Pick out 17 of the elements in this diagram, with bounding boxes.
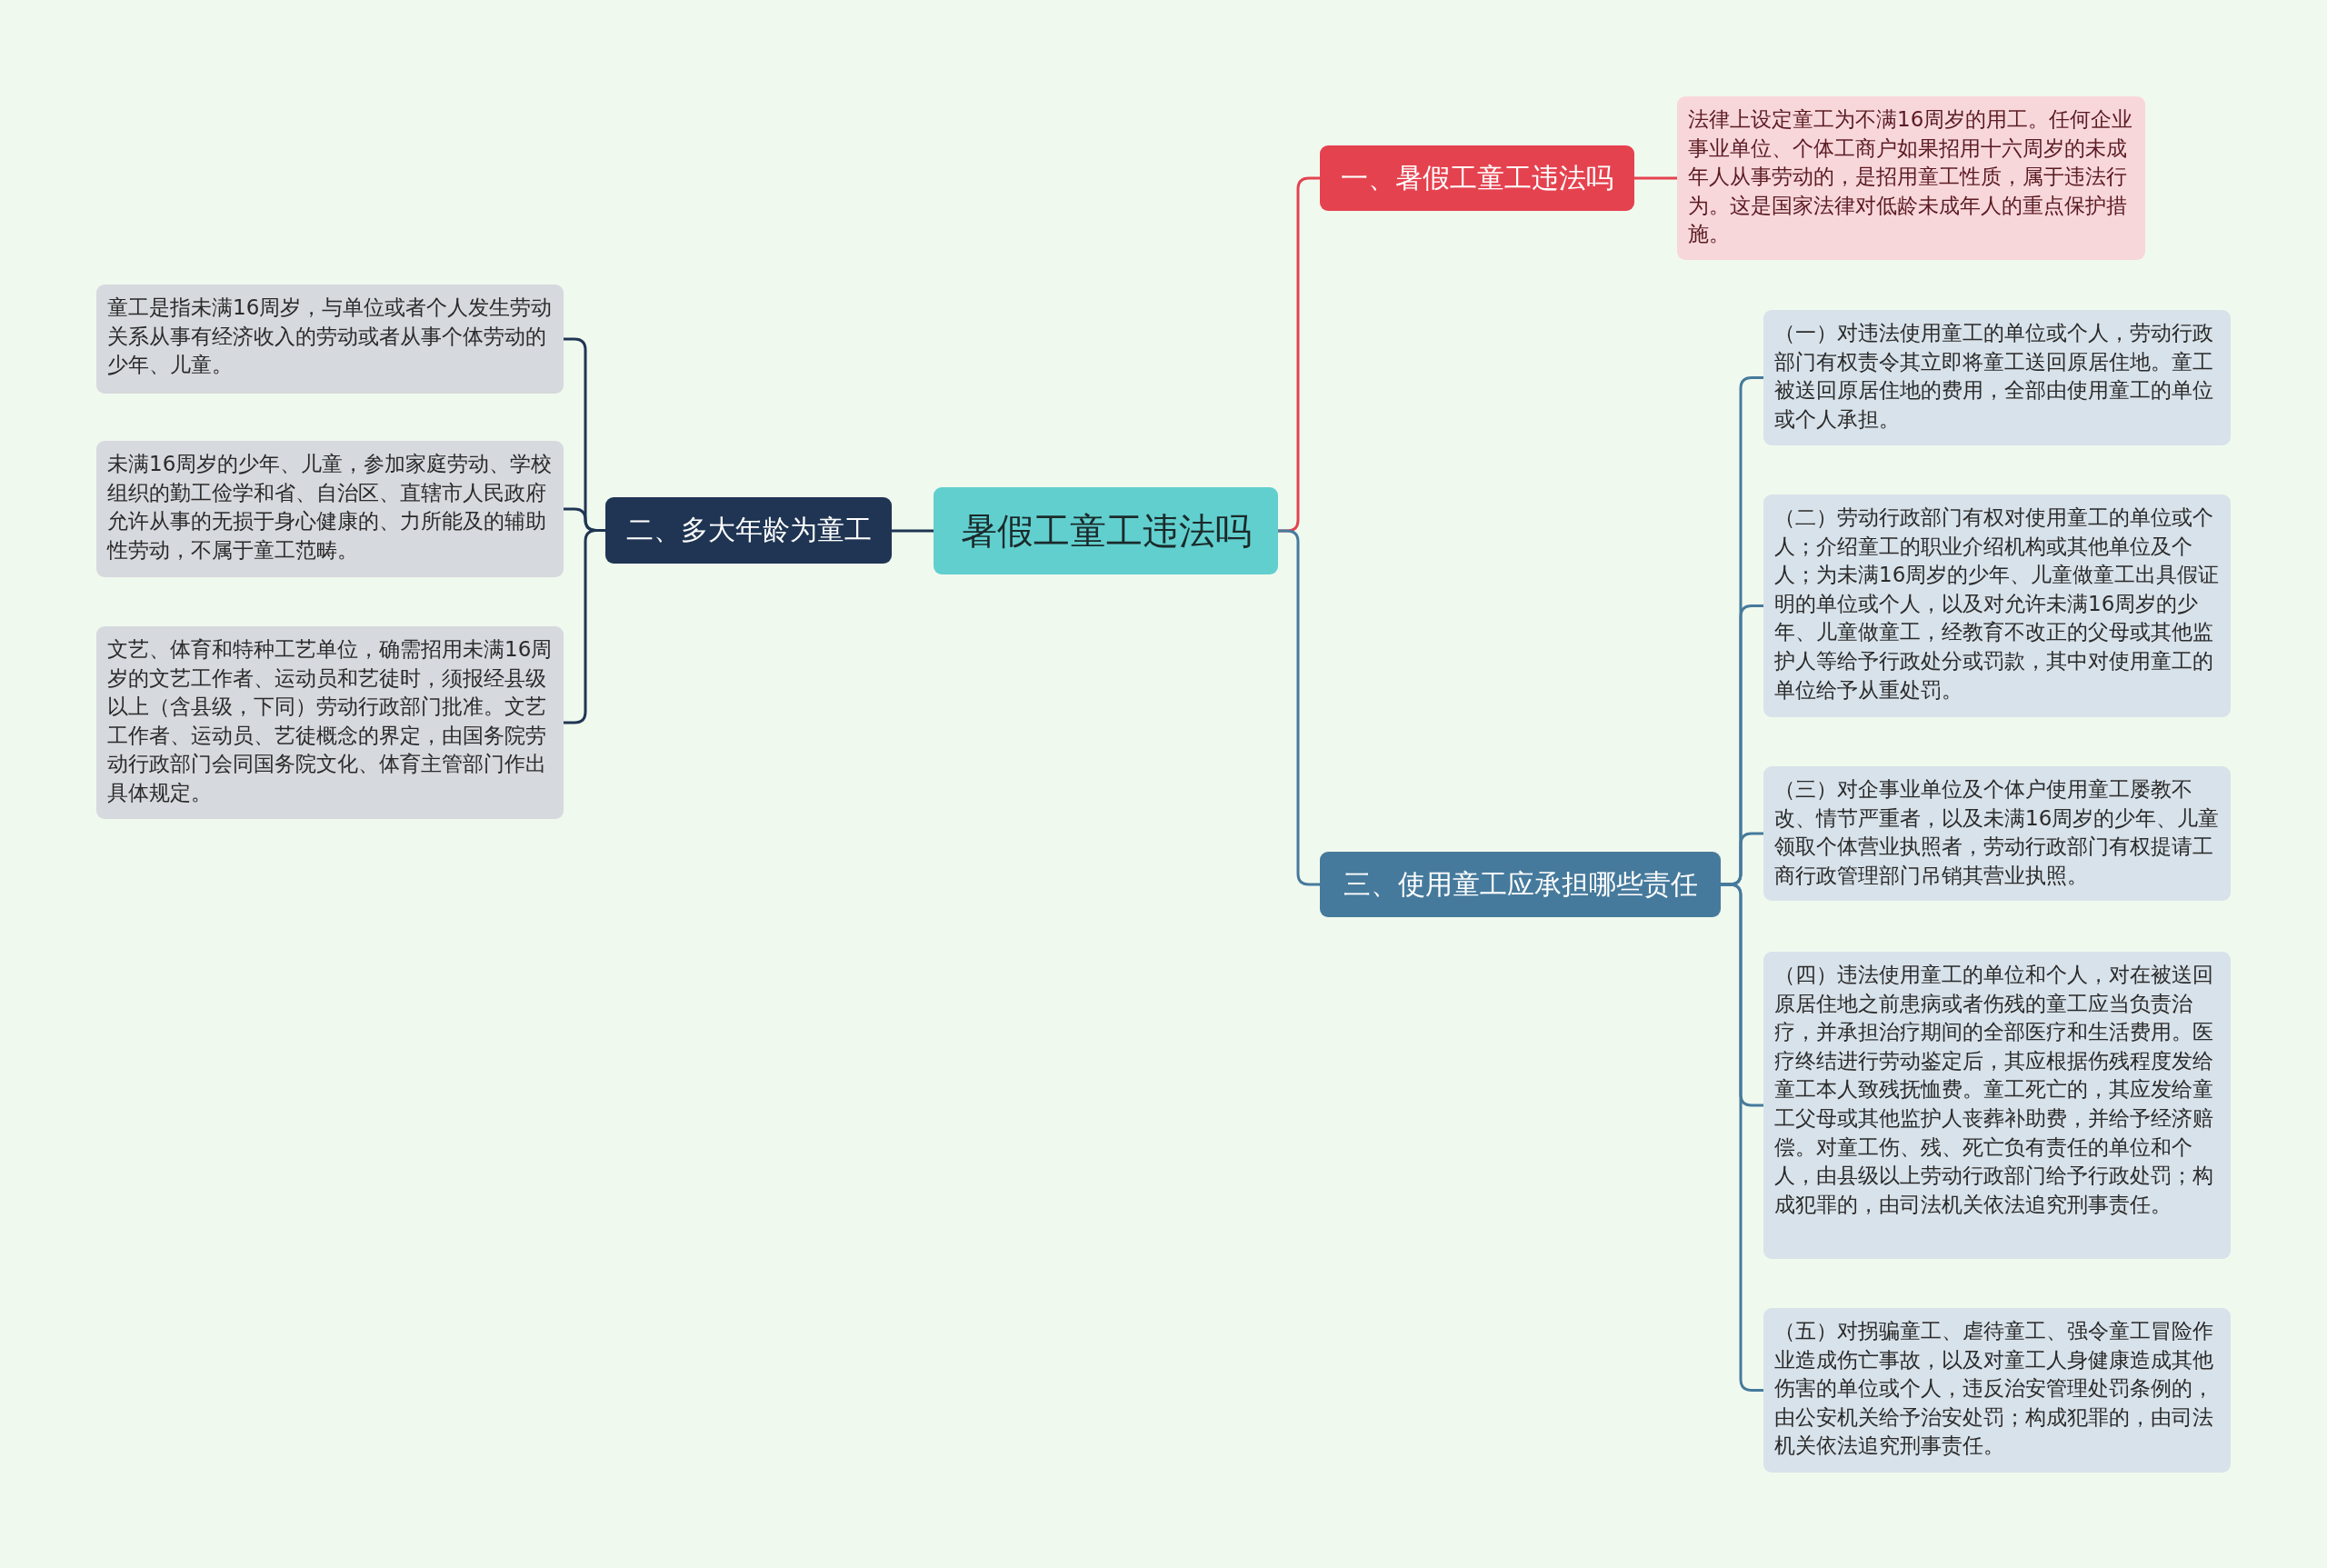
- note-box: 未满16周岁的少年、儿童，参加家庭劳动、学校组织的勤工俭学和省、自治区、直辖市人民政府允许从事的无损于身心健康的、力所能及的辅助性劳动，不属于童工范畴。: [96, 441, 564, 577]
- note-box: 法律上设定童工为不满16周岁的用工。任何企业事业单位、个体工商户如果招用十六周岁的未成年人从事劳动的，是招用童工性质，属于违法行为。这是国家法律对低龄未成年人的重点保护措施。: [1677, 96, 2145, 260]
- note-box: 文艺、体育和特种工艺单位，确需招用未满16周岁的文艺工作者、运动员和艺徒时，须报经县级以上（含县级，下同）劳动行政部门批准。文艺工作者、运动员、艺徒概念的界定，由国务院劳动行政部门会同国务院文化、体育主管部门作出具体规定。: [96, 626, 564, 819]
- connector-line: [564, 529, 605, 724]
- note-box: 童工是指未满16周岁，与单位或者个人发生劳动关系从事有经济收入的劳动或者从事个体劳动的少年、儿童。: [96, 285, 564, 394]
- note-box: （四）违法使用童工的单位和个人，对在被送回原居住地之前患病或者伤残的童工应当负责治疗，并承担治疗期间的全部医疗和生活费用。医疗终结进行劳动鉴定后，其应根据伤残程度发给童工本人致残抚恤费。童工死亡的，其应发给童工父母或其他监护人丧葬补助费，并给予经济赔偿。对童工伤、残、死亡负有责任的单位和个人，由县级以上劳动行政部门给予行政处罚；构成犯罪的，由司法机关依法追究刑事责任。: [1763, 952, 2231, 1259]
- note-box: （二）劳动行政部门有权对使用童工的单位或个人；介绍童工的职业介绍机构或其他单位及个人；为未满16周岁的少年、儿童做童工出具假证明的单位或个人，以及对允许未满16周岁的少年、儿童做童工，经教育不改正的父母或其他监护人等给予行政处分或罚款，其中对使用童工的单位给予从重处罚。: [1763, 494, 2231, 717]
- note-box: （五）对拐骗童工、虐待童工、强令童工冒险作业造成伤亡事故，以及对童工人身健康造成其他伤害的单位或个人，违反治安管理处罚条例的，由公安机关给予治安处罚；构成犯罪的，由司法机关依法追究刑事责任。: [1763, 1308, 2231, 1473]
- note-box: （三）对企事业单位及个体户使用童工屡教不改、情节严重者，以及未满16周岁的少年、儿童领取个体营业执照者，劳动行政部门有权提请工商行政管理部门吊销其营业执照。: [1763, 766, 2231, 901]
- connector-line: [1634, 176, 1677, 180]
- connector-line: [892, 529, 934, 533]
- branch-topic-box: 二、多大年龄为童工: [605, 497, 892, 564]
- connector-line: [1278, 529, 1320, 886]
- branch-topic-box: 一、暑假工童工违法吗: [1320, 145, 1634, 211]
- root-topic-box: 暑假工童工违法吗: [934, 487, 1278, 574]
- note-box: （一）对违法使用童工的单位或个人，劳动行政部门有权责令其立即将童工送回原居住地。童工被送回原居住地的费用，全部由使用童工的单位或个人承担。: [1763, 310, 2231, 445]
- branch-topic-box: 三、使用童工应承担哪些责任: [1320, 852, 1721, 917]
